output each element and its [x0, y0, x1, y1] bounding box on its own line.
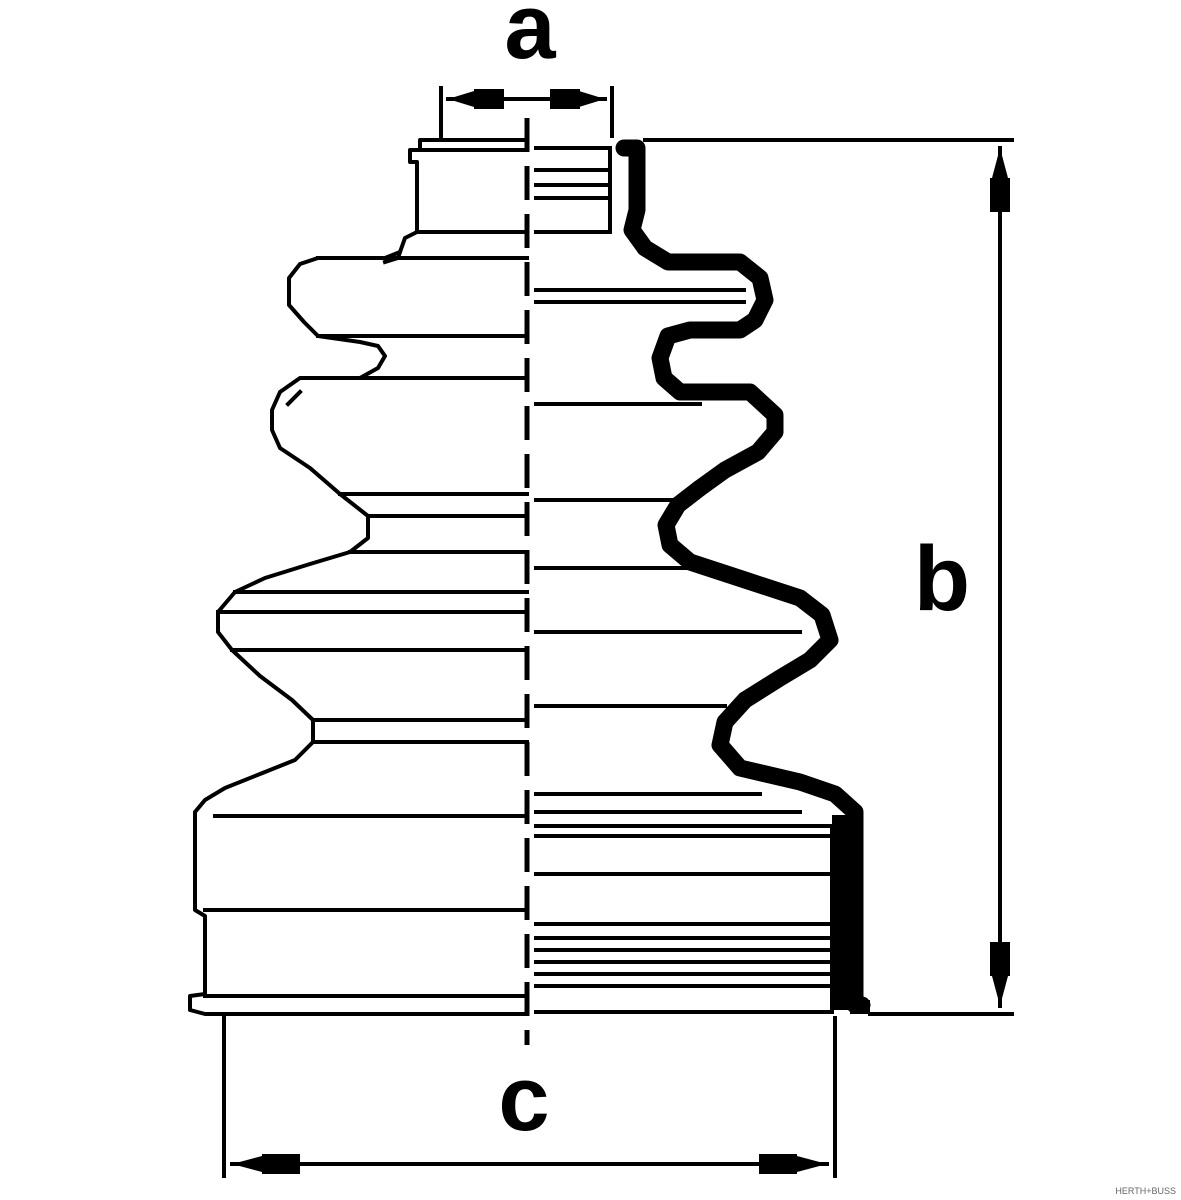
left-section-lines [203, 148, 529, 998]
brand-mark: HERTH+BUSS [1115, 1186, 1176, 1196]
dimension-c: c [222, 1016, 837, 1178]
boot-exterior-outline [188, 138, 529, 1016]
dimension-label-c: c [498, 1048, 549, 1150]
boot-wall-section [615, 139, 871, 1014]
dimension-a: a [439, 0, 614, 138]
dimension-b: b [643, 138, 1014, 1016]
dimension-label-b: b [914, 528, 970, 630]
dimension-label-a: a [504, 0, 556, 78]
interior-section-lines [534, 146, 834, 1014]
